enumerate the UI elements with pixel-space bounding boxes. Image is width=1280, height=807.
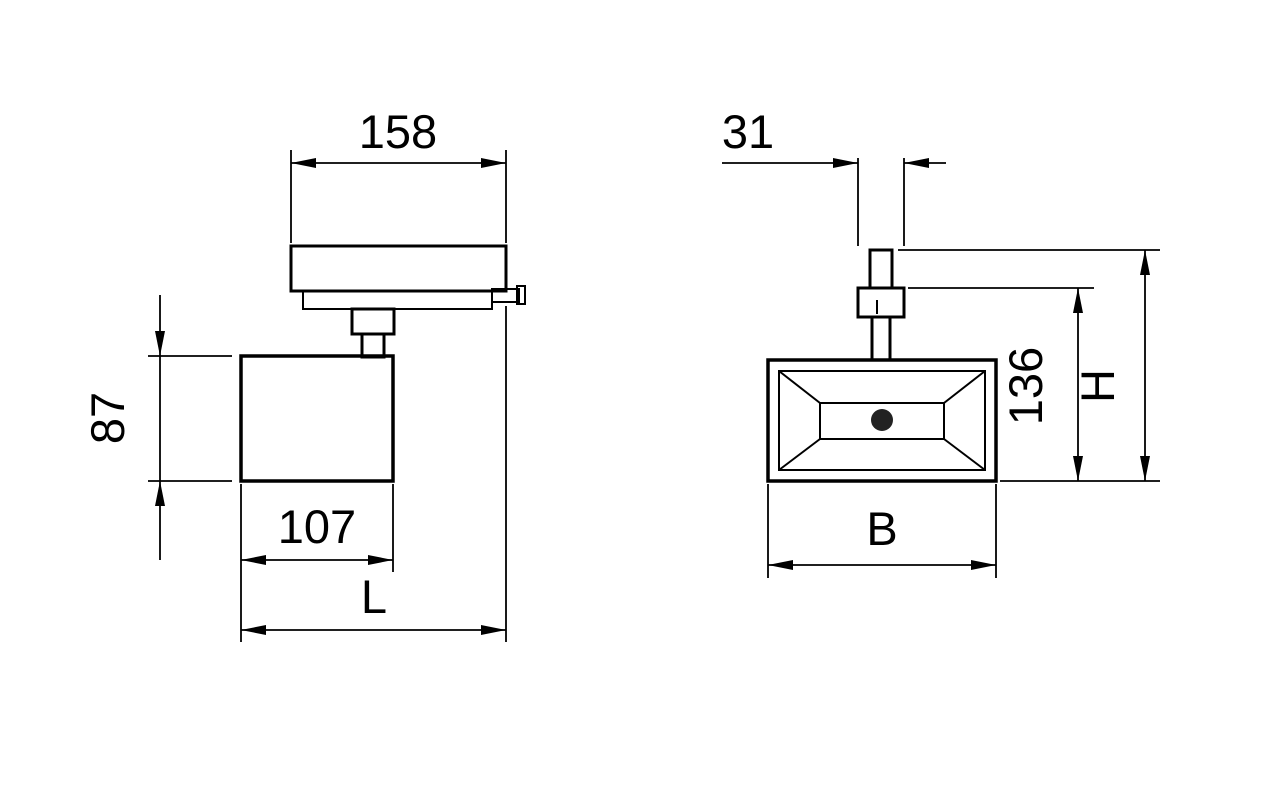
dim-label-158: 158 <box>359 105 437 158</box>
dim-H: H <box>898 249 1160 482</box>
lamp-head-inner-frame <box>778 370 986 471</box>
dim-label-87: 87 <box>81 392 134 444</box>
adapter-latch <box>491 288 520 303</box>
dim-L: L <box>241 306 507 642</box>
front-view: 31 136 H B <box>722 105 1160 578</box>
dim-B: B <box>767 484 997 578</box>
dim-107: 107 <box>240 484 394 642</box>
reflector-bevel-bl <box>778 438 821 471</box>
track-adapter-side <box>289 244 508 293</box>
stem-lower-front <box>870 315 892 362</box>
reflector-opening <box>819 402 945 440</box>
lamp-body-side <box>239 354 395 483</box>
lamp-head-front <box>766 358 998 483</box>
lamp-center-knob <box>871 409 893 431</box>
dim-label-107: 107 <box>278 500 356 553</box>
stem-plug-front <box>868 248 894 290</box>
dim-label-L: L <box>361 570 387 623</box>
yoke-stem-side <box>360 332 386 359</box>
reflector-bevel-tl <box>778 370 821 404</box>
dim-136: 136 <box>908 287 1094 481</box>
stem-block-front <box>856 286 906 319</box>
reflector-bevel-tr <box>943 370 986 404</box>
adapter-latch-tip <box>516 285 526 305</box>
dim-label-B: B <box>866 502 897 555</box>
dim-label-136: 136 <box>999 347 1052 425</box>
dim-label-31: 31 <box>722 105 774 158</box>
reflector-bevel-br <box>943 438 986 471</box>
dim-87: 87 <box>81 295 232 560</box>
dim-158: 158 <box>290 105 507 243</box>
side-view: 158 87 107 L <box>81 105 526 642</box>
dim-label-H: H <box>1071 369 1124 403</box>
dim-31: 31 <box>722 105 946 246</box>
adapter-base-plate <box>302 290 493 310</box>
yoke-block-side <box>350 307 396 336</box>
